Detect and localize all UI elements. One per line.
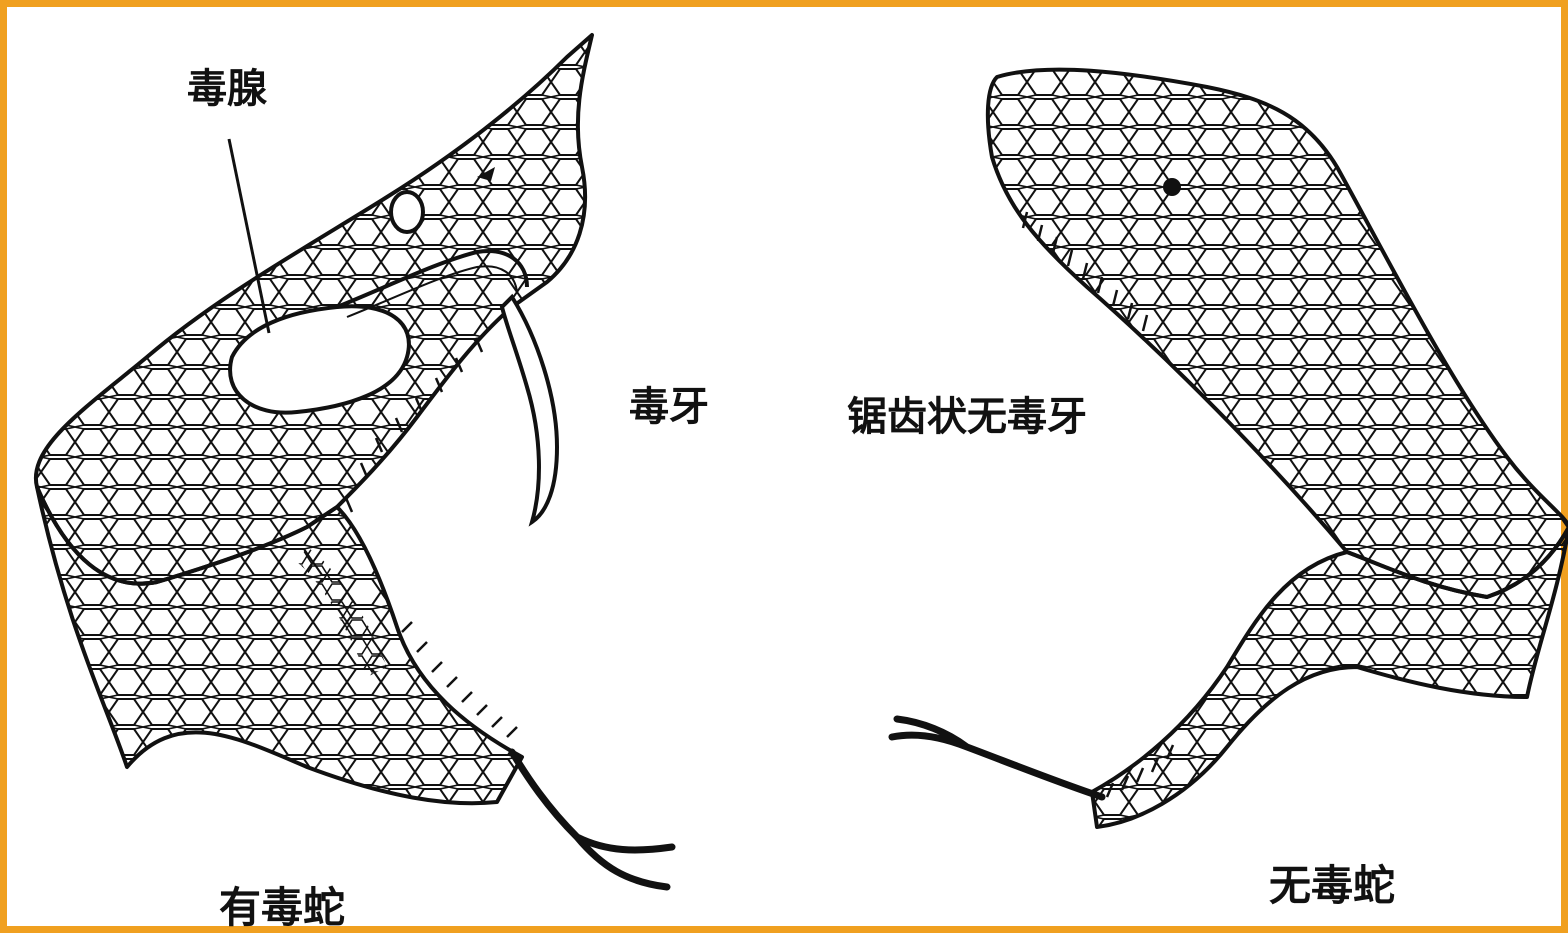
label-venom-gland: 毒腺 bbox=[187, 69, 267, 109]
nonvenomous-snake-upper-jaw bbox=[988, 70, 1568, 597]
diagram-canvas bbox=[7, 7, 1568, 940]
label-nonvenomous-snake: 无毒蛇 bbox=[1269, 865, 1395, 907]
nonvenomous-snake-illustration bbox=[892, 70, 1568, 827]
label-serrated-teeth: 锯齿状无毒牙 bbox=[847, 397, 1087, 437]
venom-fang-shape bbox=[502, 297, 557, 522]
nonvenomous-snake-tongue bbox=[892, 719, 1102, 797]
label-venomous-snake: 有毒蛇 bbox=[219, 887, 345, 929]
nonvenomous-snake-eye bbox=[1163, 178, 1181, 196]
venomous-snake-eye bbox=[391, 192, 423, 232]
venomous-snake-tongue bbox=[512, 752, 672, 887]
label-venom-fang: 毒牙 bbox=[629, 387, 709, 427]
venomous-snake-illustration bbox=[36, 35, 672, 887]
